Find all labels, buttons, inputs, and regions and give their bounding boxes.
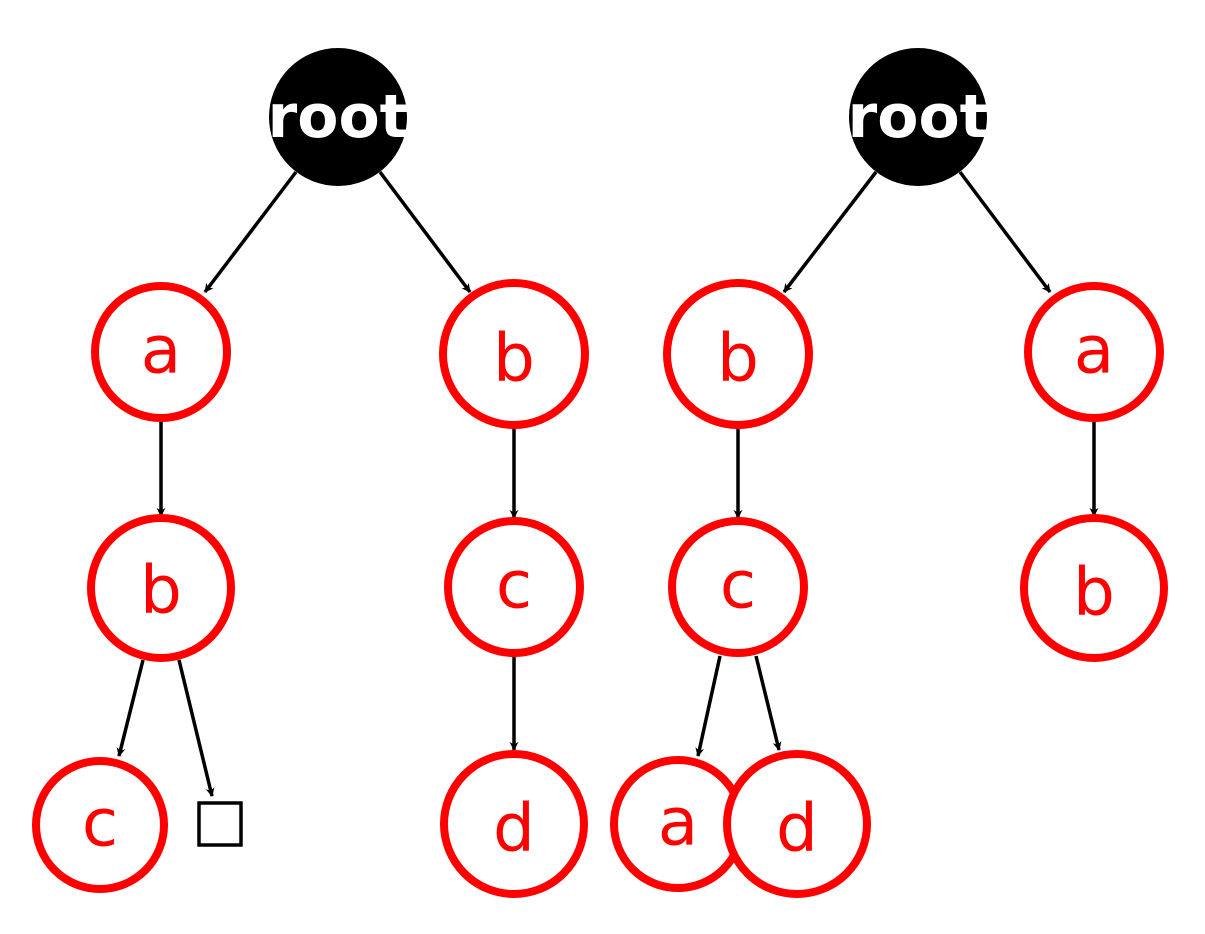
node-c: c [32, 757, 168, 893]
edge-b-c [116, 659, 145, 757]
node-label: b [717, 320, 759, 397]
edge-root1-a [203, 170, 298, 294]
node-a: a [610, 756, 746, 892]
tree-2: root b c a d a b [610, 48, 1168, 898]
node-label: d [493, 790, 535, 867]
edge-c-d [754, 655, 782, 751]
node-d: d [723, 750, 871, 898]
node-b: b [663, 279, 813, 429]
node-label: d [776, 790, 818, 867]
edge-root1-b [378, 170, 472, 294]
node-label: c [496, 547, 532, 624]
terminal-marker [197, 801, 243, 847]
node-label: c [720, 547, 756, 624]
node-d: d [440, 750, 588, 898]
node-a: a [91, 282, 231, 422]
node-label: b [140, 552, 182, 629]
node-a: a [1024, 282, 1164, 422]
tree-2-edges [695, 170, 1099, 757]
node-label: b [1073, 554, 1115, 631]
root-label: root [848, 82, 989, 152]
edge-c-a [695, 655, 722, 757]
node-c: c [444, 517, 584, 657]
root-label: root [268, 82, 409, 152]
root-node: root [268, 48, 409, 186]
tree-1-edges [116, 170, 519, 797]
edge-root2-a [958, 170, 1052, 294]
node-label: b [493, 320, 535, 397]
node-c: c [668, 517, 808, 657]
root-node: root [848, 48, 989, 186]
node-label: c [82, 785, 118, 862]
edge-b-terminal [177, 659, 215, 797]
node-label: a [141, 312, 181, 389]
node-b: b [1020, 514, 1168, 662]
edge-root2-b [782, 170, 878, 294]
tree-1: root a b c b c d [32, 48, 589, 898]
node-label: a [658, 784, 698, 861]
node-b: b [439, 279, 589, 429]
node-label: a [1074, 312, 1114, 389]
node-b: b [87, 514, 235, 662]
